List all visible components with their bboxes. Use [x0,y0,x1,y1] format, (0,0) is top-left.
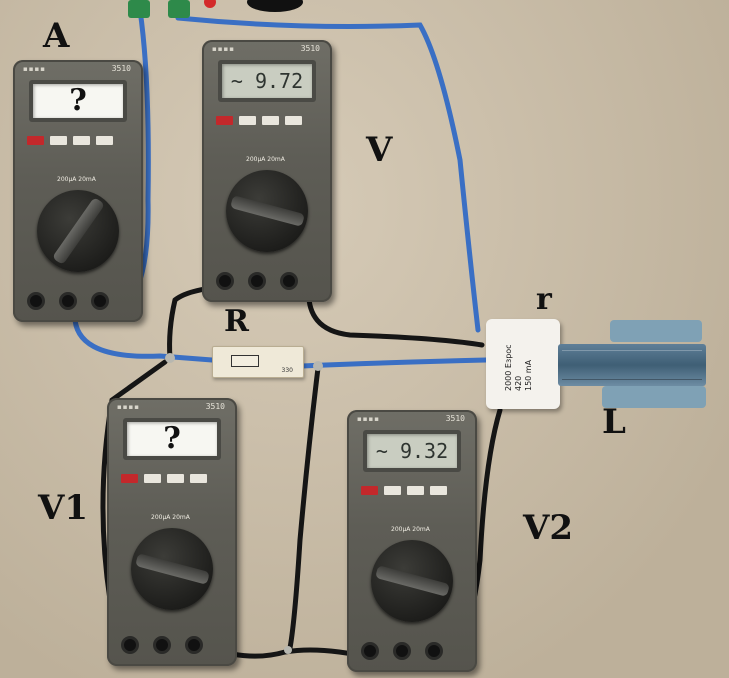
button-row [121,474,207,483]
jack-10a[interactable] [121,636,139,654]
power-button[interactable] [361,486,378,495]
display-bezel: ~ 9.72 [218,60,316,102]
rotary-dial[interactable] [226,170,308,252]
label-r: R [224,304,249,339]
label-v1: V1 [38,488,89,528]
black-wire-mid [287,365,321,651]
meter-brand: ▪▪▪▪ [212,45,235,53]
inductor-core [552,320,712,408]
inductor-card: 2000 Езрос 420 150 mA [486,319,560,409]
jack-v-ohm-ma[interactable] [393,642,411,660]
label-v2: V2 [523,508,574,548]
label-l: L [602,402,626,442]
green-connector-left [128,0,150,18]
label-v: V [366,130,393,170]
jack-com[interactable] [91,292,109,310]
range-button[interactable] [262,116,279,125]
inductor-turns: 2000 Езрос [504,344,513,391]
display-bezel: ~ 9.32 [363,430,461,472]
input-jacks [121,636,203,654]
meter-brand: ▪▪▪▪ [117,403,140,411]
range-label-top: 200μA 20mA [246,156,285,163]
button-row [27,136,113,145]
inductor-current: 150 mA [524,359,533,391]
range-label-top: 200μA 20mA [151,514,190,521]
green-connector-right [168,0,190,18]
hold-button[interactable] [239,116,256,125]
black-wire-v-right [306,283,485,348]
jack-com[interactable] [185,636,203,654]
blue-wire-to-inductor [299,357,489,369]
meter-brand: ▪▪▪▪ [23,65,46,73]
range-label-top: 200μA 20mA [57,176,96,183]
jack-com[interactable] [425,642,443,660]
label-r-small: r [536,282,552,317]
hold-button[interactable] [144,474,161,483]
jack-v-ohm-ma[interactable] [59,292,77,310]
button-row [361,486,447,495]
jack-v-ohm-ma[interactable] [248,272,266,290]
hold-button[interactable] [50,136,67,145]
display-bezel: ? [123,418,221,460]
rotary-dial[interactable] [37,190,119,272]
voltmeter-v-display: ~ 9.72 [222,64,312,98]
meter-brand: ▪▪▪▪ [357,415,380,423]
jack-10a[interactable] [361,642,379,660]
power-button[interactable] [216,116,233,125]
input-jacks [216,272,298,290]
ammeter-display: ? [33,84,123,118]
rotary-dial[interactable] [131,528,213,610]
jack-v-ohm-ma[interactable] [153,636,171,654]
power-button[interactable] [121,474,138,483]
red-lamp [204,0,216,8]
input-jacks [361,642,443,660]
hold-button[interactable] [384,486,401,495]
ammeter: ▪▪▪▪ 3510 ? 200μA 20mA [13,60,143,322]
jack-com[interactable] [280,272,298,290]
button-row [216,116,302,125]
blue-wire-top [175,15,481,333]
display-bezel: ? [29,80,127,122]
range-button[interactable] [73,136,90,145]
resistor-value: 330 [281,367,293,374]
meter-model: 3510 [205,402,225,411]
jack-10a[interactable] [216,272,234,290]
voltmeter-v2: ▪▪▪▪ 3510 ~ 9.32 200μA 20mA [347,410,477,672]
meter-model: 3510 [300,44,320,53]
voltmeter-v2-display: ~ 9.32 [367,434,457,468]
range-button[interactable] [167,474,184,483]
resistor-symbol [231,355,259,367]
voltmeter-v: ▪▪▪▪ 3510 ~ 9.72 200μA 20mA [202,40,332,302]
jack-10a[interactable] [27,292,45,310]
label-a: A [43,16,70,56]
rel-button[interactable] [190,474,207,483]
voltmeter-v1-display: ? [127,422,217,456]
rotary-dial[interactable] [371,540,453,622]
inductor-spec: 2000 Езрос 420 150 mA [504,344,534,391]
black-terminal [247,0,303,12]
input-jacks [27,292,109,310]
range-button[interactable] [407,486,424,495]
rel-button[interactable] [285,116,302,125]
voltmeter-v1: ▪▪▪▪ 3510 ? 200μA 20mA [107,398,237,666]
meter-model: 3510 [111,64,131,73]
rel-button[interactable] [96,136,113,145]
resistor-board: 330 [212,346,304,378]
power-button[interactable] [27,136,44,145]
inductor-resistance: 420 [514,375,523,391]
range-label-top: 200μA 20mA [391,526,430,533]
meter-model: 3510 [445,414,465,423]
rel-button[interactable] [430,486,447,495]
